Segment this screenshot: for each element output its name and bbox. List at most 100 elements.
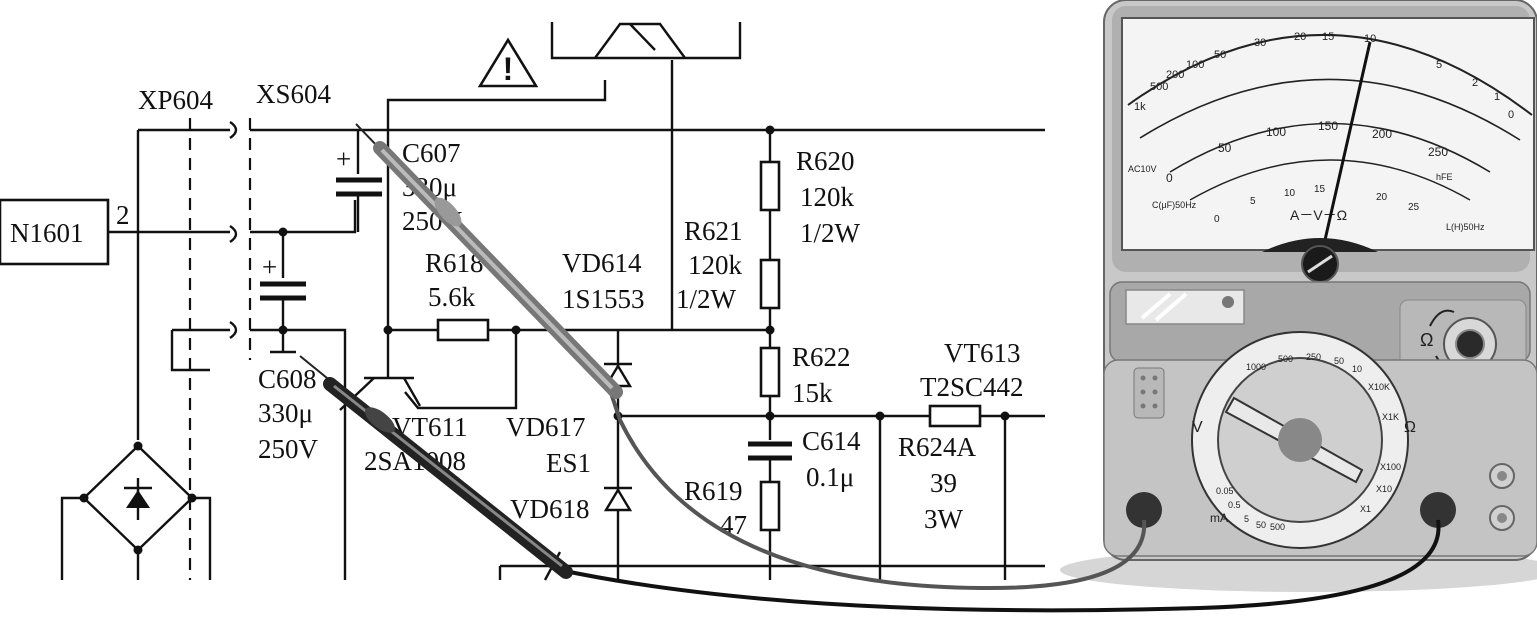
svg-text:5: 5 [1436, 59, 1442, 71]
vd614-part: 1S1553 [562, 284, 645, 314]
resistor-r624a [928, 404, 982, 428]
svg-text:20: 20 [1376, 192, 1388, 203]
r620-value: 120k [800, 182, 855, 212]
svg-text:250: 250 [1306, 352, 1321, 362]
svg-text:+: + [336, 144, 351, 174]
r624a-value: 39 [930, 468, 957, 498]
connector-xp604-label: XP604 [138, 85, 214, 115]
svg-text:V: V [1192, 419, 1203, 436]
r621-power: 1/2W [676, 284, 737, 314]
svg-text:Ω: Ω [1404, 419, 1416, 436]
svg-text:0.05: 0.05 [1216, 486, 1234, 496]
svg-text:50: 50 [1214, 49, 1226, 61]
svg-text:0: 0 [1214, 214, 1220, 225]
svg-text:500: 500 [1150, 81, 1168, 93]
vt613-ref: VT613 [944, 338, 1021, 368]
test-leads [299, 123, 1441, 613]
svg-text:15: 15 [1322, 31, 1334, 43]
jack-com[interactable] [1126, 492, 1162, 528]
r619-ref: R619 [684, 476, 743, 506]
svg-text:0.5: 0.5 [1228, 500, 1241, 510]
meter-mid-scale: 0 50 100 150 200 250 [1166, 119, 1448, 185]
r621-ref: R621 [684, 216, 743, 246]
r622-value: 15k [792, 378, 833, 408]
transistor-socket[interactable] [1133, 367, 1165, 419]
jack-positive[interactable] [1420, 492, 1456, 528]
c608-ref: C608 [258, 364, 317, 394]
resistor-r620 [759, 160, 781, 212]
diode-vd617 [603, 486, 633, 512]
svg-text:50: 50 [1256, 520, 1266, 530]
meter-unit-label: A－V－Ω [1290, 207, 1347, 223]
svg-text:!: ! [503, 51, 514, 87]
meter-cap-label: C(μF)50Hz [1152, 200, 1197, 210]
svg-text:0: 0 [1166, 171, 1173, 185]
c607-ref: C607 [402, 138, 461, 168]
r624a-ref: R624A [898, 432, 977, 462]
svg-text:10: 10 [1284, 188, 1296, 199]
r620-power: 1/2W [800, 218, 861, 248]
meter-ac-label: AC10V [1128, 164, 1157, 174]
svg-text:X100: X100 [1380, 462, 1401, 472]
meter-ind-label: L(H)50Hz [1446, 222, 1485, 232]
svg-text:50: 50 [1218, 141, 1232, 155]
range-labels: V Ω mA 1000 500 250 50 10 X1K X100 X10 X… [1192, 352, 1416, 532]
vd618-ref: VD618 [510, 494, 590, 524]
vt613-part: T2SC442 [920, 372, 1024, 402]
svg-text:30: 30 [1254, 37, 1266, 49]
svg-text:500: 500 [1270, 522, 1285, 532]
c614-ref: C614 [802, 426, 861, 456]
svg-text:25: 25 [1408, 202, 1420, 213]
svg-text:20: 20 [1294, 31, 1306, 43]
svg-text:5: 5 [1244, 514, 1249, 524]
r620-ref: R620 [796, 146, 855, 176]
svg-text:500: 500 [1278, 354, 1293, 364]
resistor-r618 [436, 318, 490, 342]
resistor-r622 [759, 346, 781, 398]
svg-text:200: 200 [1372, 127, 1392, 141]
svg-text:200: 200 [1166, 69, 1184, 81]
bridge-rectifier [60, 441, 212, 580]
meter-dial-window [1121, 17, 1535, 251]
vd617-ref: VD617 [506, 412, 586, 442]
ic-n1601-label: N1601 [10, 218, 84, 248]
resistor-r621 [759, 258, 781, 310]
r618-value: 5.6k [428, 282, 476, 312]
svg-text:2: 2 [1472, 77, 1478, 89]
svg-text:10: 10 [1352, 364, 1362, 374]
svg-text:100: 100 [1266, 125, 1286, 139]
svg-text:mA: mA [1210, 511, 1228, 525]
meter-needle [1318, 41, 1372, 263]
warning-triangle-icon: ! [477, 37, 539, 88]
probe-red[interactable] [355, 123, 623, 399]
svg-text:+: + [262, 252, 277, 282]
capacitor-c608: + [260, 227, 306, 354]
svg-text:50: 50 [1334, 356, 1344, 366]
svg-text:1: 1 [1494, 91, 1500, 103]
capacitor-c607: + [336, 130, 382, 232]
svg-text:X1K: X1K [1382, 412, 1399, 422]
meter-top-scale: 1k 500 200 100 50 30 20 15 10 5 2 1 0 [1134, 31, 1514, 121]
vd614-ref: VD614 [562, 248, 642, 278]
svg-text:150: 150 [1318, 119, 1338, 133]
meter-bottom-scale: 0 5 10 15 20 25 [1214, 184, 1420, 225]
svg-text:X1: X1 [1360, 504, 1371, 514]
c608-value: 330μ [258, 398, 313, 428]
svg-text:5: 5 [1250, 196, 1256, 207]
ic-pin-label: 2 [116, 200, 130, 230]
c608-voltage: 250V [258, 434, 319, 464]
svg-text:10: 10 [1364, 33, 1376, 45]
probe-black[interactable] [299, 355, 573, 579]
range-selector-dial[interactable] [1191, 331, 1409, 549]
analog-multimeter: 1k 500 200 100 50 30 20 15 10 5 2 1 0 0 … [1060, 0, 1537, 592]
connector-xs604-label: XS604 [256, 79, 332, 109]
svg-text:Ω: Ω [1420, 330, 1433, 350]
vd617-part: ES1 [546, 448, 591, 478]
r621-value: 120k [688, 250, 743, 280]
resistor-r619 [759, 480, 781, 532]
svg-text:X10K: X10K [1368, 382, 1390, 392]
svg-text:X10: X10 [1376, 484, 1392, 494]
r622-ref: R622 [792, 342, 851, 372]
c614-value: 0.1μ [806, 462, 854, 492]
svg-text:15: 15 [1314, 184, 1326, 195]
